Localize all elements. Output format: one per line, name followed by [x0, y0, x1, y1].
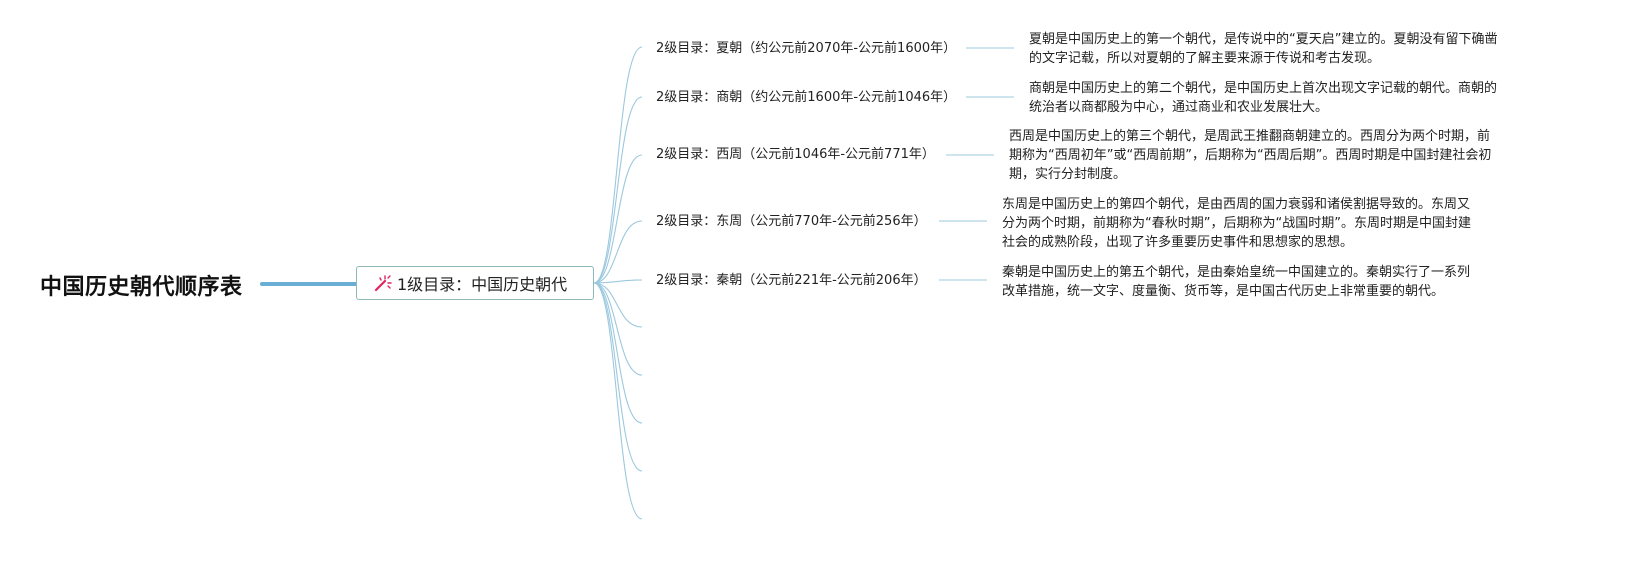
branch-line-xia	[593, 46, 643, 284]
branch-line-western-zhou	[593, 154, 643, 284]
level2-description-qin[interactable]: 秦朝是中国历史上的第五个朝代，是由秦始皇统一中国建立的。秦朝实行了一系列改革措施…	[1002, 265, 1471, 299]
level2-description-xia[interactable]: 夏朝是中国历史上的第一个朝代，是传说中的“夏天启”建立的。夏朝没有留下确凿的文字…	[1029, 32, 1498, 66]
level2-description-western-zhou[interactable]: 西周是中国历史上的第三个朝代，是周武王推翻商朝建立的。西周分为两个时期，前期称为…	[1009, 129, 1492, 182]
branch-line-shang	[593, 96, 643, 284]
level2-topic-eastern-zhou[interactable]: 2级目录：东周（公元前770年-公元前256年）	[656, 214, 927, 229]
branch-line-empty-5	[593, 282, 643, 520]
branch-line-empty-2	[593, 282, 643, 376]
branch-line-eastern-zhou	[593, 220, 643, 284]
branch-line-empty-3	[593, 282, 643, 424]
level2-description-shang[interactable]: 商朝是中国历史上的第二个朝代，是中国历史上首次出现文字记载的朝代。商朝的统治者以…	[1029, 81, 1498, 115]
level1-topic-label: 1级目录：中国历史朝代	[397, 275, 568, 294]
level2-topic-western-zhou[interactable]: 2级目录：西周（公元前1046年-公元前771年）	[656, 147, 935, 162]
branch-line-qin	[593, 279, 643, 284]
level1-topic-node[interactable]: 1级目录：中国历史朝代	[356, 266, 594, 300]
level2-description-eastern-zhou[interactable]: 东周是中国历史上的第四个朝代，是由西周的国力衰弱和诸侯割据导致的。东周又分为两个…	[1002, 197, 1471, 250]
level2-topic-shang[interactable]: 2级目录：商朝（约公元前1600年-公元前1046年）	[656, 90, 957, 105]
branch-line-empty-1	[593, 282, 643, 328]
root-topic-title[interactable]: 中国历史朝代顺序表	[40, 275, 243, 300]
branch-line-empty-4	[593, 282, 643, 472]
magic-wand-icon	[374, 275, 392, 292]
level2-topic-qin[interactable]: 2级目录：秦朝（公元前221年-公元前206年）	[656, 273, 927, 288]
level2-topic-xia[interactable]: 2级目录：夏朝（约公元前2070年-公元前1600年）	[656, 41, 957, 56]
